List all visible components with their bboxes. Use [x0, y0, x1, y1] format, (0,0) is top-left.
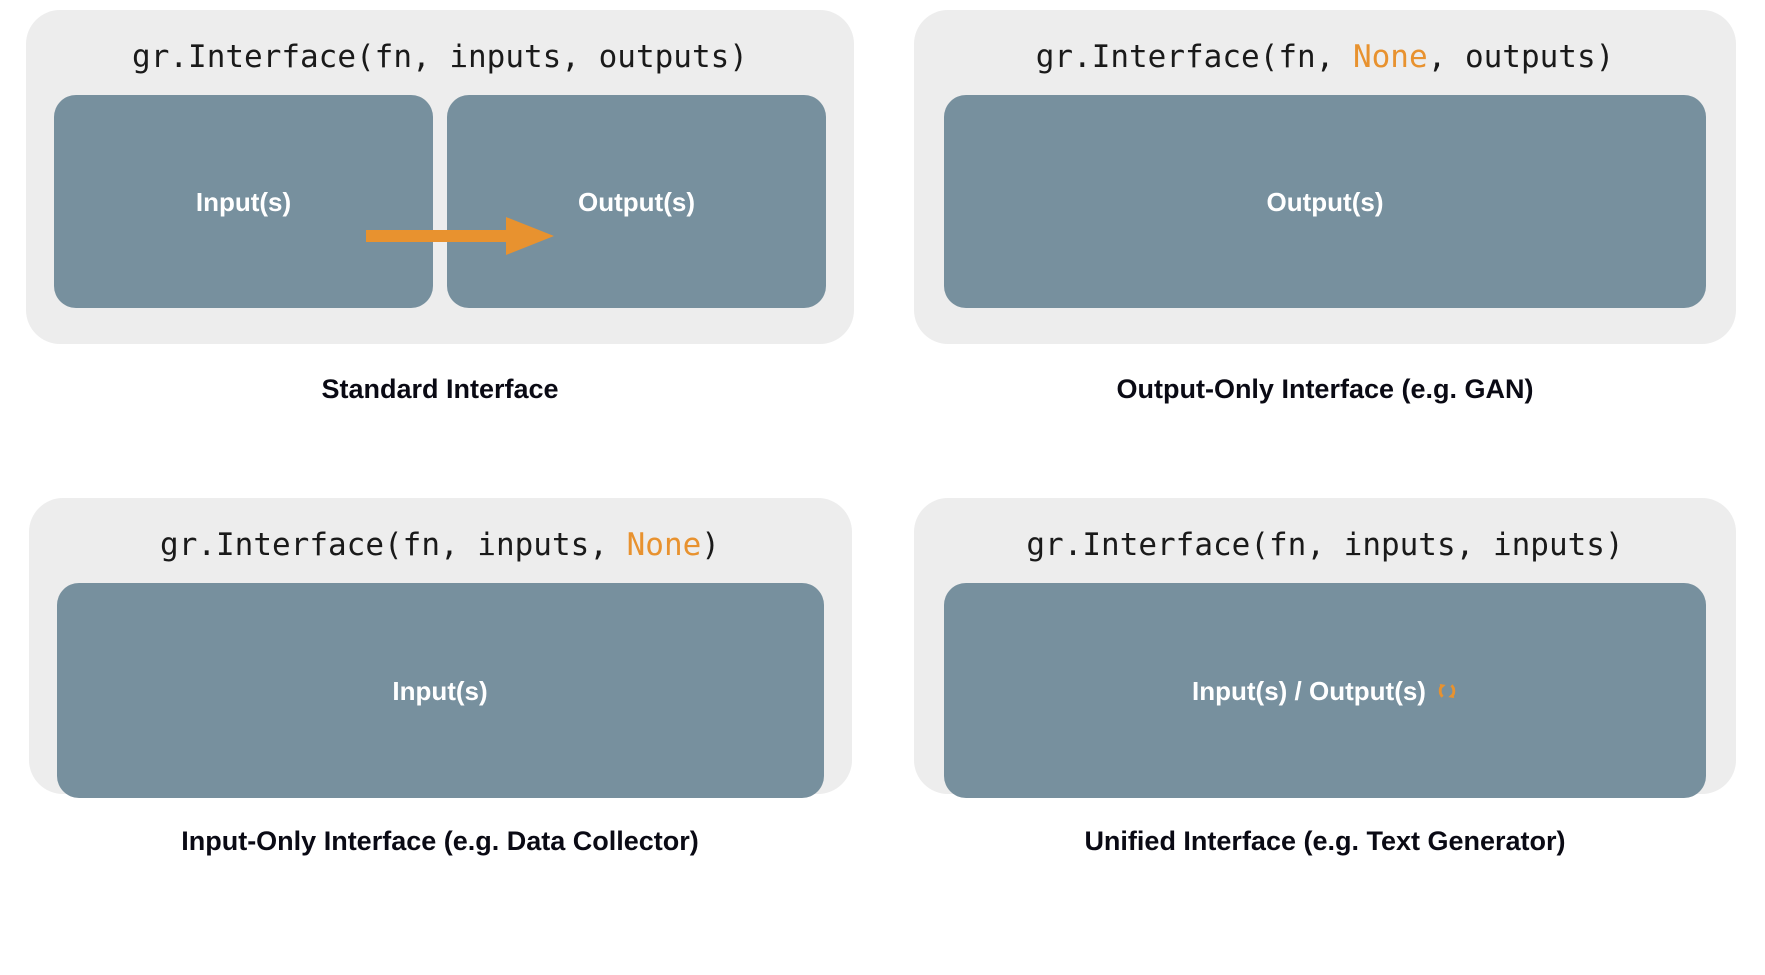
- code-signature-output-only-before: gr.Interface(fn,: [1035, 39, 1353, 75]
- code-signature-unified-before: gr.Interface(fn, inputs, inputs): [1026, 527, 1624, 563]
- caption-standard-interface: Standard Interface: [321, 374, 559, 404]
- panel-unified-interface: gr.Interface(fn, inputs, inputs) Input(s…: [885, 488, 1765, 857]
- caption-input-only-interface: Input-Only Interface (e.g. Data Collecto…: [181, 826, 699, 856]
- code-signature-output-only: gr.Interface(fn, None, outputs): [1036, 42, 1615, 73]
- panel-input-only-interface: gr.Interface(fn, inputs, None) Input(s) …: [0, 488, 880, 857]
- panel-body-input-only: gr.Interface(fn, inputs, None) Input(s): [28, 498, 852, 798]
- input-box-label: Input(s): [392, 675, 488, 706]
- output-box-label: Output(s): [1266, 186, 1384, 217]
- code-signature-standard-before: gr.Interface(fn, inputs, outputs): [132, 39, 748, 75]
- output-box-label: Output(s): [578, 186, 695, 217]
- output-box-output-only[interactable]: Output(s): [944, 95, 1706, 308]
- code-signature-input-only-highlight: None: [626, 527, 702, 563]
- io-box-unified[interactable]: Input(s) / Output(s): [944, 583, 1706, 798]
- caption-unified-interface: Unified Interface (e.g. Text Generator): [1084, 826, 1566, 856]
- panel-body-output-only: gr.Interface(fn, None, outputs) Output(s…: [914, 10, 1736, 344]
- io-box-row-input-only: Input(s): [56, 583, 824, 798]
- code-signature-output-only-highlight: None: [1352, 39, 1428, 75]
- input-box-label: Input(s): [195, 186, 292, 217]
- io-box-label: Input(s) / Output(s): [1192, 675, 1426, 706]
- code-signature-unified: gr.Interface(fn, inputs, inputs): [1026, 530, 1623, 561]
- code-signature-input-only-after: ): [701, 527, 720, 563]
- code-signature-input-only-before: gr.Interface(fn, inputs,: [160, 527, 627, 563]
- cycle-arrows-icon: [1438, 683, 1456, 698]
- code-signature-output-only-after: , outputs): [1427, 39, 1615, 75]
- panel-body-standard: gr.Interface(fn, inputs, outputs) Input(…: [26, 10, 854, 344]
- code-signature-input-only: gr.Interface(fn, inputs, None): [160, 530, 720, 561]
- io-box-row-standard: Input(s) Output(s): [54, 95, 826, 308]
- panel-body-unified: gr.Interface(fn, inputs, inputs) Input(s…: [914, 498, 1736, 798]
- output-box-standard[interactable]: Output(s): [447, 95, 826, 308]
- code-signature-standard: gr.Interface(fn, inputs, outputs): [132, 42, 748, 73]
- input-box-standard[interactable]: Input(s): [54, 95, 433, 308]
- io-box-row-unified: Input(s) / Output(s): [944, 583, 1706, 798]
- io-box-label-wrapper: Input(s) / Output(s): [1192, 678, 1458, 704]
- io-box-row-output-only: Output(s): [944, 95, 1706, 308]
- caption-output-only-interface: Output-Only Interface (e.g. GAN): [1116, 374, 1534, 404]
- input-box-input-only[interactable]: Input(s): [56, 583, 824, 798]
- panel-standard-interface: gr.Interface(fn, inputs, outputs) Input(…: [0, 10, 880, 405]
- panel-output-only-interface: gr.Interface(fn, None, outputs) Output(s…: [885, 10, 1765, 405]
